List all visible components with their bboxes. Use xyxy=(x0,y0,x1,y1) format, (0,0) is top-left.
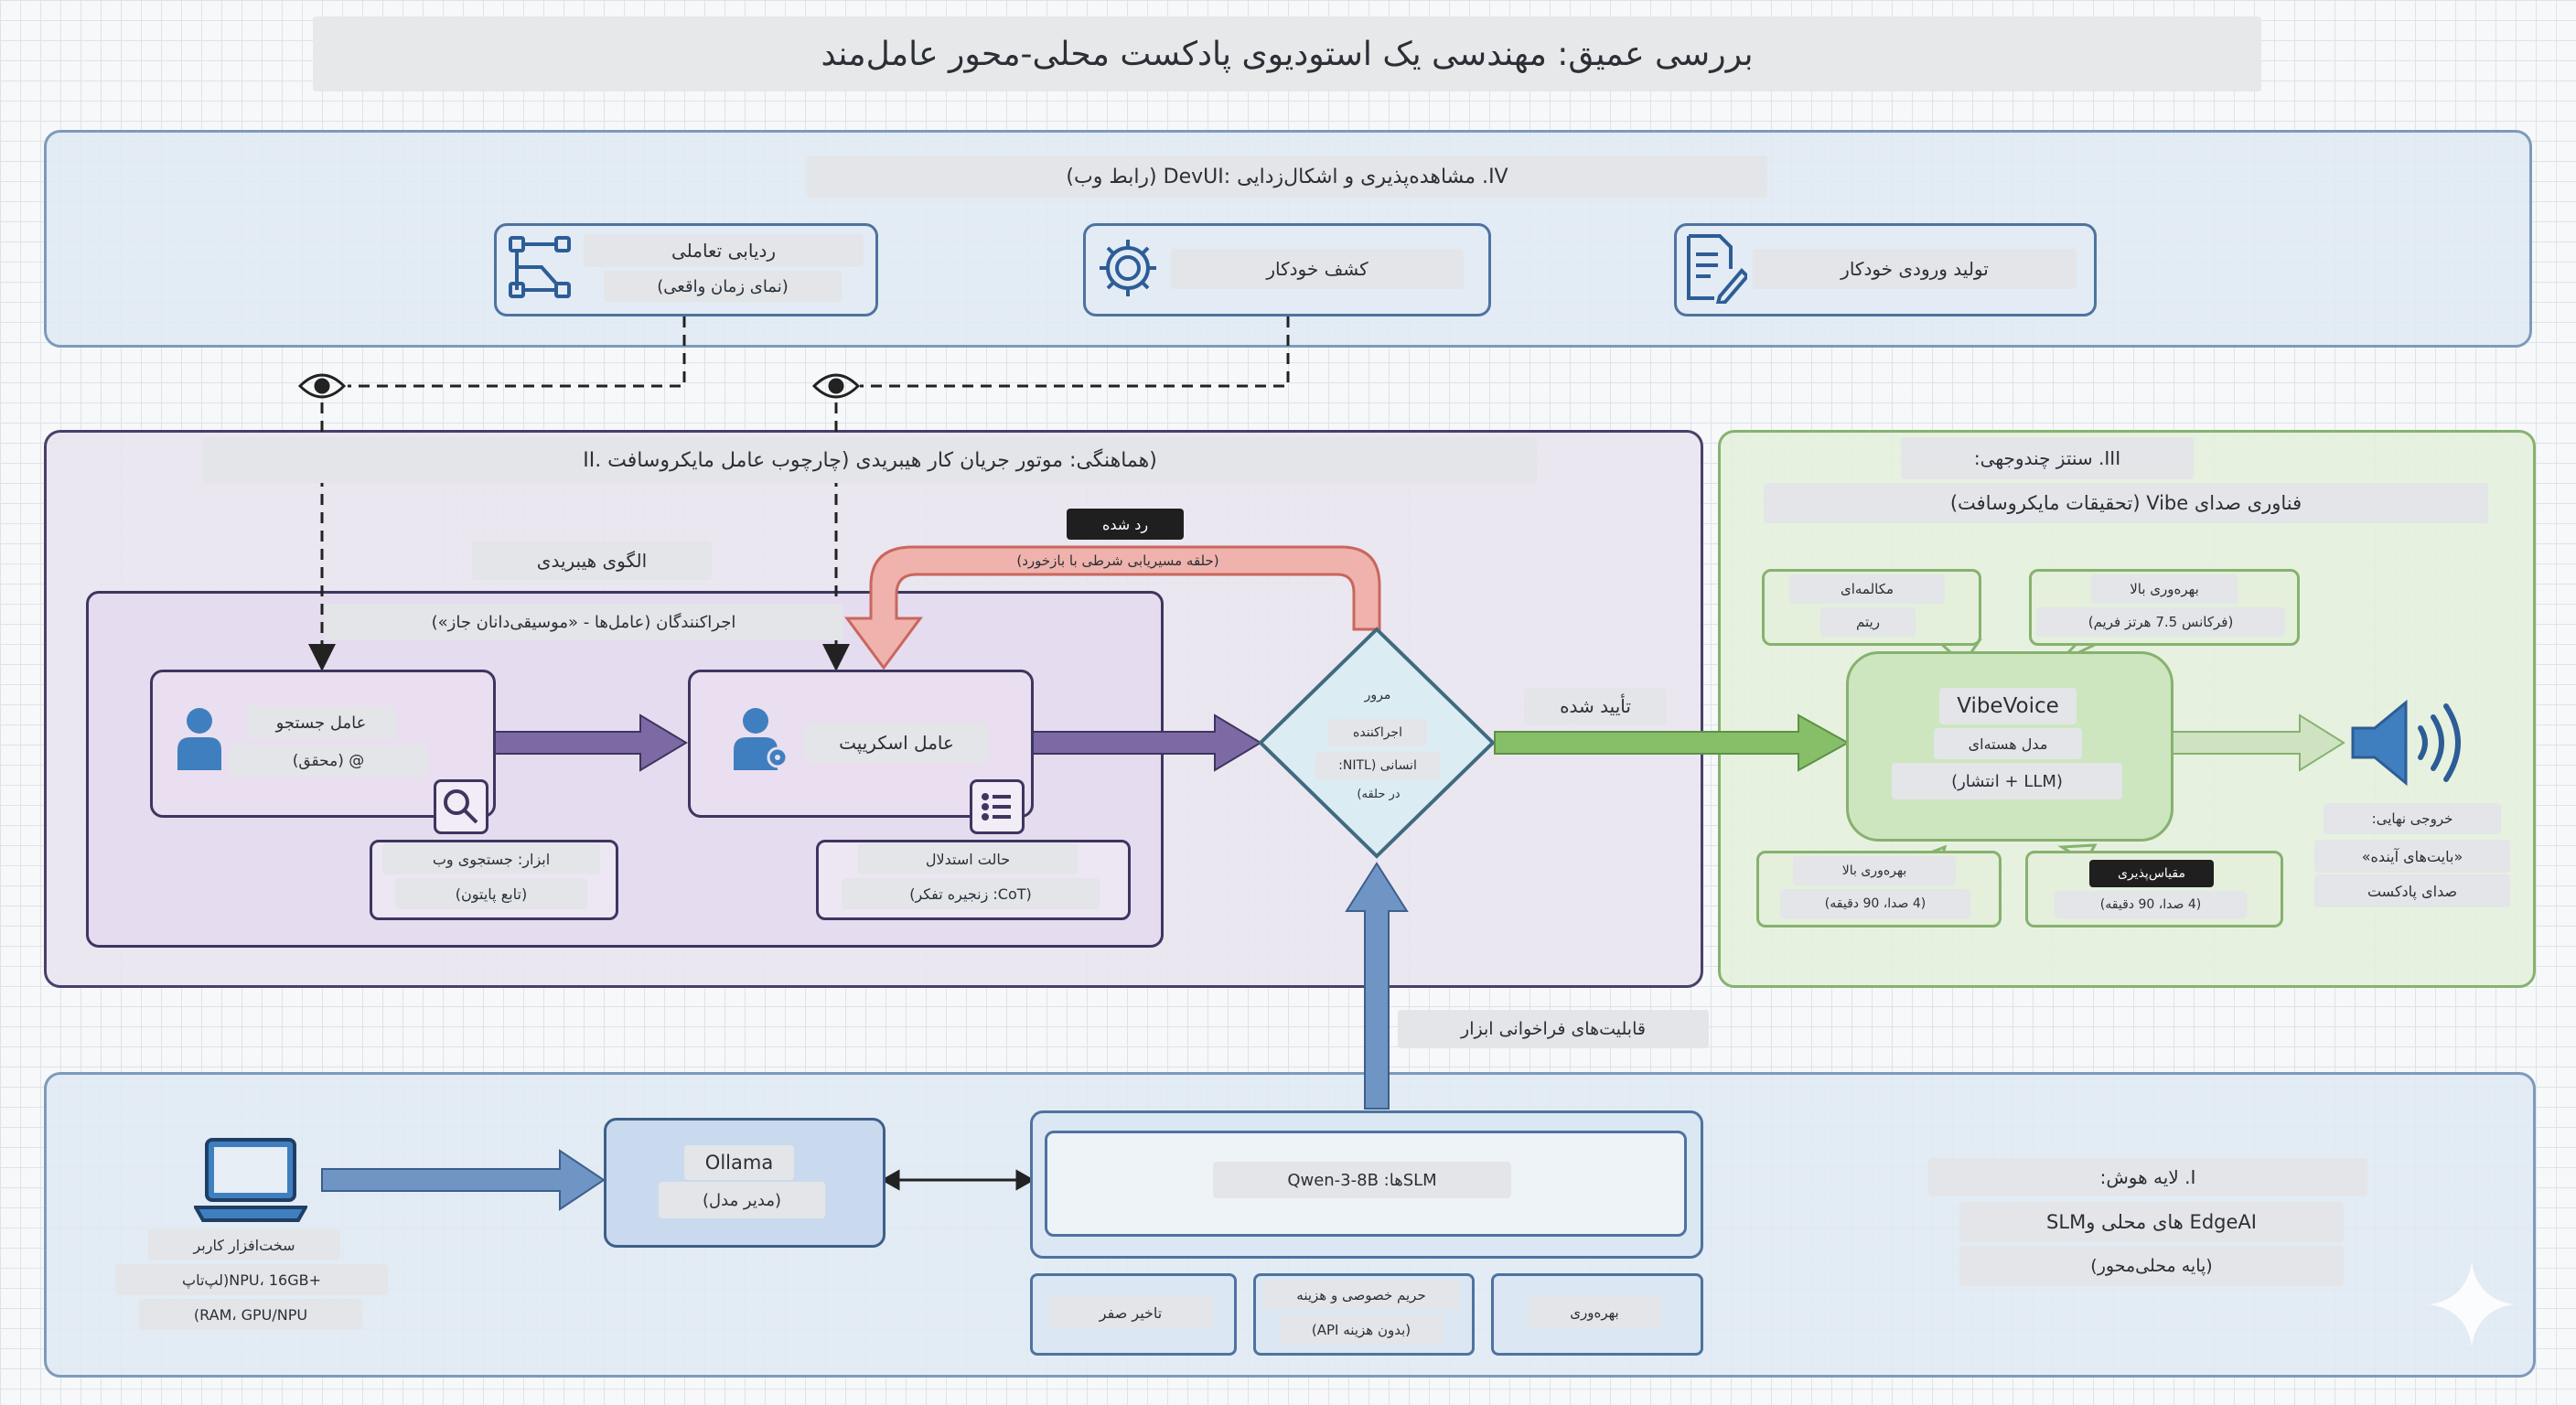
efficiency-sublabel: (فرکانس 7.5 هرتز فریم) xyxy=(2036,607,2285,637)
flow-trace-icon xyxy=(505,232,574,302)
reasoning-label: حالت استدلال xyxy=(858,843,1078,874)
loop-label: (حلقه مسیریابی شرطی با بازخورد) xyxy=(1016,552,1219,569)
search-to-script-arrow xyxy=(493,713,688,772)
privacy-label: حریم خصوصی و هزینه xyxy=(1262,1281,1460,1310)
rejected-badge: رد شده xyxy=(1067,509,1184,540)
approved-arrow xyxy=(1494,713,1851,772)
ollama-sublabel: (مدیر مدل) xyxy=(659,1182,825,1218)
tool-sublabel: (تابع پایتون) xyxy=(395,878,587,909)
tool-calls-label: قابلیت‌های فراخوانی ابزار xyxy=(1398,1010,1709,1048)
vibevoice-core-type: (LLM + انتشار) xyxy=(1892,763,2122,799)
speaker-icon xyxy=(2347,695,2466,790)
rhythm-label: ریتم xyxy=(1820,607,1916,637)
hybrid-pattern-label: الگوی هیبریدی xyxy=(472,542,712,580)
scalability-sublabel: (4 صدا، 90 دقیقه) xyxy=(2055,891,2247,918)
eye-icon xyxy=(298,370,346,402)
output-arrow xyxy=(2167,713,2345,772)
hardware-label-3: RAM، GPU/NPU) xyxy=(139,1299,362,1330)
page-title: بررسی عمیق: مهندسی یک استودیوی پادکست مح… xyxy=(313,16,2261,91)
review-label-3: انسانی (NITL: xyxy=(1315,752,1440,779)
script-agent-label: عامل اسکریپت xyxy=(805,723,988,763)
intelligence-line2: EdgeAI های محلی وSLM xyxy=(1959,1202,2344,1242)
intelligence-heading: I. لایه هوش: xyxy=(1928,1158,2367,1196)
efficiency-bottom-label: بهره‌وری xyxy=(1528,1297,1661,1328)
efficiency-label: بهره‌وری بالا xyxy=(2091,574,2238,604)
review-label-4: در حلقه) xyxy=(1357,787,1401,801)
sparkle-icon xyxy=(2430,1262,2514,1346)
list-icon xyxy=(982,793,1011,820)
hardware-label-2: +NPU، 16GB(لپ‌تاپ xyxy=(115,1264,388,1295)
tool-label: ابزار: جستجوی وب xyxy=(382,843,600,874)
scalability-badge: مقیاس‌پذیری xyxy=(2089,860,2214,887)
tracing-sublabel: (نمای زمان واقعی) xyxy=(604,271,842,302)
efficiency-left-label: بهره‌وری بالا xyxy=(1793,856,1956,885)
devui-heading: IV. مشاهده‌پذیری و اشکال‌زدایی :DevUI (ر… xyxy=(807,156,1767,198)
hardware-label-1: سخت‌افزار کاربر xyxy=(148,1229,340,1260)
slm-label: SLMها: Qwen-3-8B xyxy=(1213,1162,1511,1198)
trace-connector xyxy=(348,316,686,388)
document-edit-icon xyxy=(1683,232,1747,304)
ollama-label: Ollama xyxy=(684,1145,794,1180)
intelligence-line3: (پایه محلی‌محور) xyxy=(1959,1246,2344,1286)
efficiency-left-sublabel: (4 صدا، 90 دقیقه) xyxy=(1780,889,1970,918)
search-icon xyxy=(444,789,478,824)
output-label-2: «بایت‌های آینده» xyxy=(2314,840,2510,873)
vibevoice-core-model: مدل هسته‌ای xyxy=(1934,728,2082,759)
tool-calls-arrow xyxy=(1345,862,1409,1110)
input-gen-label: تولید ورودی خودکار xyxy=(1753,249,2077,289)
gear-wrench-icon xyxy=(1094,234,1162,302)
list-badge xyxy=(970,779,1025,834)
magnifier-badge xyxy=(434,779,488,834)
discovery-label: کشف خودکار xyxy=(1171,249,1464,289)
output-label-1: خروجی نهایی: xyxy=(2324,803,2501,834)
executors-label: اجراکنندگان (عامل‌ها - «موسیقی‌دانان جاز… xyxy=(324,604,843,640)
reasoning-sublabel: (CoT: زنجیره تفکر) xyxy=(842,878,1100,909)
discovery-connector xyxy=(860,316,1290,388)
rejection-loop-arrow xyxy=(844,545,1381,670)
tracing-label: ردیابی تعاملی xyxy=(584,234,864,267)
vibevoice-title: VibeVoice xyxy=(1939,688,2077,724)
script-to-review-arrow xyxy=(1031,713,1262,772)
approved-label: تأیید شده xyxy=(1524,688,1667,724)
eye-icon xyxy=(812,370,860,402)
orchestration-heading: (هماهنگی: موتور جریان کار هیبریدی (چارچو… xyxy=(203,437,1537,483)
user-gear-icon xyxy=(734,706,789,770)
user-icon xyxy=(177,706,221,770)
conversational-label: مکالمه‌ای xyxy=(1789,574,1945,604)
privacy-sublabel: (بدون هزینه API) xyxy=(1279,1315,1444,1345)
review-label-1: مرور xyxy=(1364,688,1391,702)
synthesis-heading: III. سنتز چندوجهی: xyxy=(1901,437,2194,479)
output-label-3: صدای پادکست xyxy=(2314,874,2510,907)
zero-latency-label: تاخیر صفر xyxy=(1048,1297,1213,1328)
synthesis-subheading: فناوری صدای Vibe (تحقیقات مایکروسافت) xyxy=(1764,483,2488,523)
search-agent-label: عامل جستجو xyxy=(247,706,395,739)
review-label-2: اجراکننده xyxy=(1328,719,1427,746)
slm-card[interactable] xyxy=(1045,1131,1687,1237)
laptop-icon xyxy=(194,1134,307,1226)
hardware-to-ollama-arrow xyxy=(321,1149,606,1211)
search-agent-sublabel: @ (محقق) xyxy=(229,745,428,778)
